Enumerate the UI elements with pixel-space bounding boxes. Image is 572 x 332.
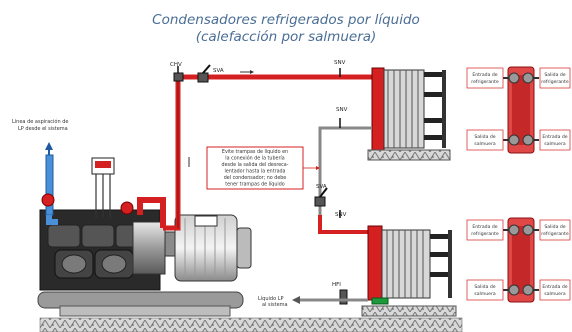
note-line-1: Evite trampas de líquido en	[222, 148, 288, 155]
note-line-5: del condensador; no debe	[224, 175, 287, 181]
coupling	[164, 231, 176, 257]
plate-detail-lower: Entrada de refrigerante Salida de refrig…	[466, 217, 571, 303]
compressor-foundation	[59, 305, 231, 317]
liquid-drain-pipe	[318, 126, 372, 215]
plate-lower-label-1a: Entrada de	[472, 224, 497, 230]
liquid-outlet-arrow-icon	[292, 296, 300, 304]
plate-lower-label-4b: salmuera	[544, 291, 566, 297]
discharge-valve-handwheel-icon	[120, 201, 134, 215]
sva-top-valve	[197, 64, 211, 83]
sva-mid-valve	[314, 187, 328, 207]
plate-upper-label-3a: Salida de	[474, 134, 495, 140]
upper-condenser	[367, 67, 451, 161]
plate-upper-label-2a: Salida de	[544, 72, 565, 78]
diagram-title-line-2: (calefacción por salmuera)	[195, 29, 377, 45]
note-box: Evite trampas de líquido en la conexión …	[206, 146, 320, 190]
motor-end-bell	[236, 227, 252, 269]
cylinder-head-2	[81, 224, 115, 248]
suction-valve-handwheel-icon	[41, 193, 55, 207]
plate-lower-label-3a: Salida de	[474, 284, 495, 290]
note-line-4: lentador hasta la entrada	[224, 169, 285, 175]
plate-upper-label-1a: Entrada de	[472, 72, 497, 78]
sva-top-label: SVA	[213, 68, 224, 74]
snv-mid-label: SNV	[336, 107, 348, 113]
ground-floor	[39, 317, 463, 332]
lower-condenser	[361, 225, 457, 317]
snv-top-label: SNV	[334, 60, 346, 66]
plate-lower-label-2b: refrigerante	[541, 231, 569, 237]
plate-upper-label-1b: refrigerante	[471, 79, 499, 85]
suction-line-label-2: LP desde el sistema	[18, 126, 68, 132]
hfi-label: HFI	[332, 282, 341, 288]
discharge-line	[137, 74, 372, 231]
liquid-lp-label-1: Líquido LP	[258, 295, 284, 302]
cylinder-head-1	[47, 224, 81, 248]
sva-mid-label: SVA	[316, 184, 327, 190]
plate-lower-label-2a: Salida de	[544, 224, 565, 230]
control-panel-display	[95, 161, 111, 168]
plate-detail-upper: Entrada de refrigerante Salida de refrig…	[466, 66, 571, 154]
hfi-float-valve	[339, 289, 348, 305]
suction-arrow-icon	[45, 142, 53, 150]
chv-check-valve	[173, 66, 184, 82]
note-line-2: la conexión de la tubería	[225, 155, 284, 162]
chv-label: CHV	[170, 62, 182, 68]
plate-lower-label-1b: refrigerante	[471, 231, 499, 237]
plate-lower-label-4a: Entrada de	[542, 284, 567, 290]
suction-line-label-1: Línea de aspiración de	[12, 118, 68, 125]
crankcase-cover-right	[101, 254, 127, 274]
oil-separator	[132, 221, 166, 275]
snv-low-label: SNV	[335, 212, 347, 218]
motor-terminal-box	[194, 215, 218, 227]
plate-upper-label-4b: salmuera	[544, 141, 566, 147]
plate-lower-label-3b: salmuera	[474, 291, 496, 297]
crankcase-cover-left	[61, 254, 87, 274]
suction-line	[45, 142, 58, 225]
plate-upper-label-3b: salmuera	[474, 141, 496, 147]
lower-inlet-pipe	[318, 215, 370, 234]
liquid-lp-label-2: al sistema	[262, 302, 288, 308]
lower-condenser-outlet	[371, 297, 389, 305]
note-line-6: tener trampas de líquido	[225, 181, 284, 188]
compressor-unit	[37, 157, 252, 317]
note-line-3: desde la salida del desreca-	[222, 162, 289, 168]
plate-upper-label-2b: refrigerante	[541, 79, 569, 85]
plate-upper-label-4a: Entrada de	[542, 134, 567, 140]
diagram-title-line-1: Condensadores refrigerados por líquido	[152, 12, 420, 28]
